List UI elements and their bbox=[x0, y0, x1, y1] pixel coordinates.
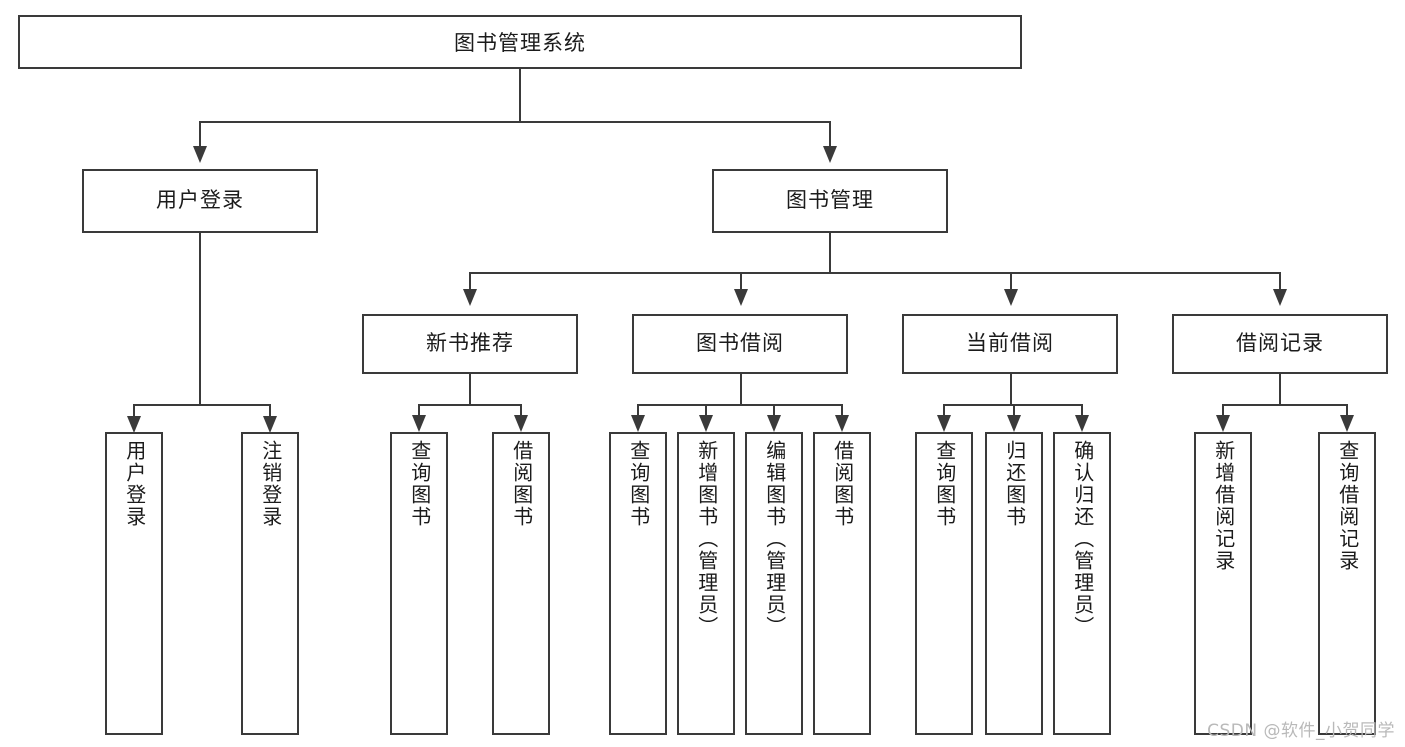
node-label: 注销登录 bbox=[258, 440, 283, 528]
edge-bookborrow-bus bbox=[637, 404, 843, 406]
arrow-to-query-book-3 bbox=[937, 415, 951, 432]
edge-userlogin-drop-1 bbox=[133, 404, 135, 418]
node-label: 新增借阅记录 bbox=[1211, 440, 1236, 572]
leaf-confirm-return-admin[interactable]: 确认归还（管理员） bbox=[1053, 432, 1111, 735]
edge-userlogin-stem bbox=[199, 233, 201, 405]
node-user-login[interactable]: 用户登录 bbox=[82, 169, 318, 233]
edge-level3-drop-2 bbox=[740, 272, 742, 290]
edge-borrowrecord-bus bbox=[1222, 404, 1348, 406]
node-label: 查询借阅记录 bbox=[1335, 440, 1360, 572]
leaf-logout[interactable]: 注销登录 bbox=[241, 432, 299, 735]
leaf-query-book-newbook[interactable]: 查询图书 bbox=[390, 432, 448, 735]
node-current-borrow[interactable]: 当前借阅 bbox=[902, 314, 1118, 374]
node-label: 图书借阅 bbox=[696, 331, 784, 356]
node-label: 查询图书 bbox=[407, 440, 432, 528]
arrow-to-borrow-book-2 bbox=[835, 415, 849, 432]
watermark-text: CSDN @软件_小贺同学 bbox=[1207, 721, 1395, 741]
edge-newbook-drop-2 bbox=[520, 404, 522, 416]
leaf-add-book-admin[interactable]: 新增图书（管理员） bbox=[677, 432, 735, 735]
leaf-query-book-borrow[interactable]: 查询图书 bbox=[609, 432, 667, 735]
arrow-to-confirm-return bbox=[1075, 415, 1089, 432]
leaf-borrow-book[interactable]: 借阅图书 bbox=[813, 432, 871, 735]
edge-bookmanage-bus bbox=[469, 272, 1281, 274]
node-label: 查询图书 bbox=[932, 440, 957, 528]
node-label: 借阅图书 bbox=[509, 440, 534, 528]
edge-userlogin-drop-2 bbox=[269, 404, 271, 418]
arrow-to-user-login-leaf bbox=[127, 416, 141, 433]
node-label: 当前借阅 bbox=[966, 331, 1054, 356]
edge-currentborrow-drop-2 bbox=[1013, 404, 1015, 416]
edge-level3-drop-3 bbox=[1010, 272, 1012, 290]
edge-currentborrow-drop-1 bbox=[943, 404, 945, 416]
node-new-book-recommend[interactable]: 新书推荐 bbox=[362, 314, 578, 374]
edge-currentborrow-drop-3 bbox=[1081, 404, 1083, 416]
node-label: 查询图书 bbox=[626, 440, 651, 528]
edge-userlogin-bus bbox=[133, 404, 271, 406]
arrow-to-return-book bbox=[1007, 415, 1021, 432]
arrow-to-user-login bbox=[193, 146, 207, 163]
edge-root-stem bbox=[519, 69, 521, 122]
node-label: 新书推荐 bbox=[426, 331, 514, 356]
arrow-to-new-book-recommend bbox=[463, 289, 477, 306]
arrow-to-query-book-2 bbox=[631, 415, 645, 432]
arrow-to-query-book-1 bbox=[412, 415, 426, 432]
leaf-borrow-book-newbook[interactable]: 借阅图书 bbox=[492, 432, 550, 735]
node-label: 归还图书 bbox=[1002, 440, 1027, 528]
edge-borrowrecord-drop-2 bbox=[1346, 404, 1348, 416]
arrow-to-book-manage bbox=[823, 146, 837, 163]
arrow-to-book-borrow bbox=[734, 289, 748, 306]
edge-root-drop-left bbox=[199, 121, 201, 146]
edge-level3-drop-1 bbox=[469, 272, 471, 290]
node-label: 借阅记录 bbox=[1236, 331, 1324, 356]
node-book-borrow[interactable]: 图书借阅 bbox=[632, 314, 848, 374]
edge-borrowrecord-drop-1 bbox=[1222, 404, 1224, 416]
edge-bookmanage-stem bbox=[829, 233, 831, 273]
edge-bookborrow-drop-2 bbox=[705, 404, 707, 416]
leaf-return-book[interactable]: 归还图书 bbox=[985, 432, 1043, 735]
leaf-query-book-current[interactable]: 查询图书 bbox=[915, 432, 973, 735]
edge-borrowrecord-stem bbox=[1279, 374, 1281, 405]
edge-bookborrow-drop-1 bbox=[637, 404, 639, 416]
leaf-query-borrow-record[interactable]: 查询借阅记录 bbox=[1318, 432, 1376, 735]
arrow-to-query-borrow-record bbox=[1340, 415, 1354, 432]
arrow-to-edit-book bbox=[767, 415, 781, 432]
arrow-to-add-borrow-record bbox=[1216, 415, 1230, 432]
leaf-edit-book-admin[interactable]: 编辑图书（管理员） bbox=[745, 432, 803, 735]
edge-root-drop-right bbox=[829, 121, 831, 146]
leaf-user-login[interactable]: 用户登录 bbox=[105, 432, 163, 735]
arrow-to-logout-leaf bbox=[263, 416, 277, 433]
edge-level3-drop-4 bbox=[1279, 272, 1281, 290]
node-label: 图书管理系统 bbox=[454, 31, 586, 55]
node-label: 借阅图书 bbox=[830, 440, 855, 528]
edge-bookborrow-stem bbox=[740, 374, 742, 405]
edge-currentborrow-stem bbox=[1010, 374, 1012, 405]
arrow-to-borrow-record bbox=[1273, 289, 1287, 306]
node-borrow-record[interactable]: 借阅记录 bbox=[1172, 314, 1388, 374]
node-label: 编辑图书（管理员） bbox=[762, 440, 787, 638]
edge-newbook-drop-1 bbox=[418, 404, 420, 416]
node-label: 图书管理 bbox=[786, 188, 874, 213]
node-label: 用户登录 bbox=[122, 440, 147, 528]
node-book-manage[interactable]: 图书管理 bbox=[712, 169, 948, 233]
edge-root-bus bbox=[199, 121, 831, 123]
edge-bookborrow-drop-3 bbox=[773, 404, 775, 416]
node-root-system[interactable]: 图书管理系统 bbox=[18, 15, 1022, 69]
edge-newbook-bus bbox=[418, 404, 522, 406]
edge-bookborrow-drop-4 bbox=[841, 404, 843, 416]
node-label: 确认归还（管理员） bbox=[1070, 440, 1095, 638]
node-label: 新增图书（管理员） bbox=[694, 440, 719, 638]
arrow-to-add-book bbox=[699, 415, 713, 432]
arrow-to-borrow-book-1 bbox=[514, 415, 528, 432]
edge-currentborrow-bus bbox=[943, 404, 1081, 406]
leaf-add-borrow-record[interactable]: 新增借阅记录 bbox=[1194, 432, 1252, 735]
arrow-to-current-borrow bbox=[1004, 289, 1018, 306]
edge-newbook-stem bbox=[469, 374, 471, 405]
node-label: 用户登录 bbox=[156, 188, 244, 213]
